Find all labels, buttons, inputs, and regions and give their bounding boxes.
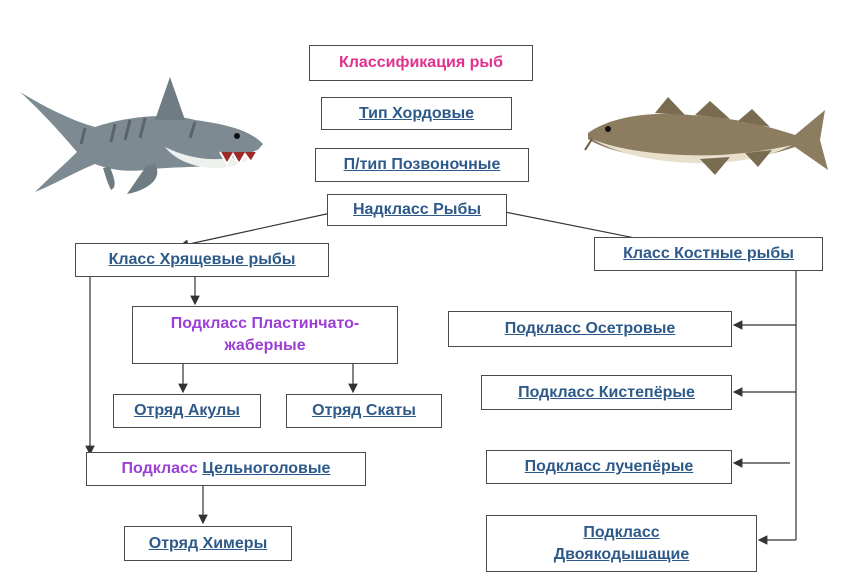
node-lungfish-line1[interactable]: Подкласс: [583, 523, 660, 541]
node-lungfish[interactable]: Подкласс Двоякодышащие: [486, 515, 757, 572]
node-sharks-link[interactable]: Отряд Акулы: [134, 402, 240, 420]
node-chimeras-link[interactable]: Отряд Химеры: [148, 534, 268, 552]
node-sturgeon[interactable]: Подкласс Осетровые: [448, 311, 732, 347]
diagram-title: Классификация рыб: [309, 45, 533, 81]
node-type[interactable]: Тип Хордовые: [321, 97, 512, 130]
node-sturgeon-link[interactable]: Подкласс Осетровые: [504, 320, 676, 338]
node-bony[interactable]: Класс Костные рыбы: [594, 237, 823, 271]
node-superclass-link[interactable]: Надкласс Рыбы: [353, 201, 481, 219]
node-holocephali[interactable]: Подкласс Цельноголовые: [86, 452, 366, 486]
title-text: Классификация рыб: [339, 54, 503, 72]
node-ray-finned[interactable]: Подкласс лучепёрые: [486, 450, 732, 484]
node-elasmobranchs: Подкласс Пластинчато- жаберные: [132, 306, 398, 364]
node-lobe-finned-link[interactable]: Подкласс Кистепёрые: [518, 383, 695, 401]
node-cartilaginous[interactable]: Класс Хрящевые рыбы: [75, 243, 329, 277]
node-superclass[interactable]: Надкласс Рыбы: [327, 194, 507, 226]
node-holocephali-prefix: Подкласс: [121, 460, 198, 478]
node-rays-link[interactable]: Отряд Скаты: [312, 402, 416, 420]
node-rays[interactable]: Отряд Скаты: [286, 394, 442, 428]
node-bony-link[interactable]: Класс Костные рыбы: [623, 245, 794, 263]
node-subtype[interactable]: П/тип Позвоночные: [315, 148, 529, 182]
node-type-link[interactable]: Тип Хордовые: [358, 104, 475, 122]
node-sharks[interactable]: Отряд Акулы: [113, 394, 261, 428]
node-elasmobranchs-line2: жаберные: [224, 337, 306, 354]
node-chimeras[interactable]: Отряд Химеры: [124, 526, 292, 561]
node-lobe-finned[interactable]: Подкласс Кистепёрые: [481, 375, 732, 410]
node-lungfish-line2[interactable]: Двоякодышащие: [553, 545, 690, 563]
node-ray-finned-link[interactable]: Подкласс лучепёрые: [524, 458, 694, 476]
shark-illustration: [20, 77, 263, 194]
node-subtype-link[interactable]: П/тип Позвоночные: [343, 156, 501, 174]
node-cartilaginous-link[interactable]: Класс Хрящевые рыбы: [108, 251, 296, 269]
node-holocephali-link[interactable]: Цельноголовые: [202, 460, 331, 478]
node-elasmobranchs-line1: Подкласс Пластинчато-: [170, 315, 360, 333]
cod-fish-illustration: [584, 97, 828, 175]
